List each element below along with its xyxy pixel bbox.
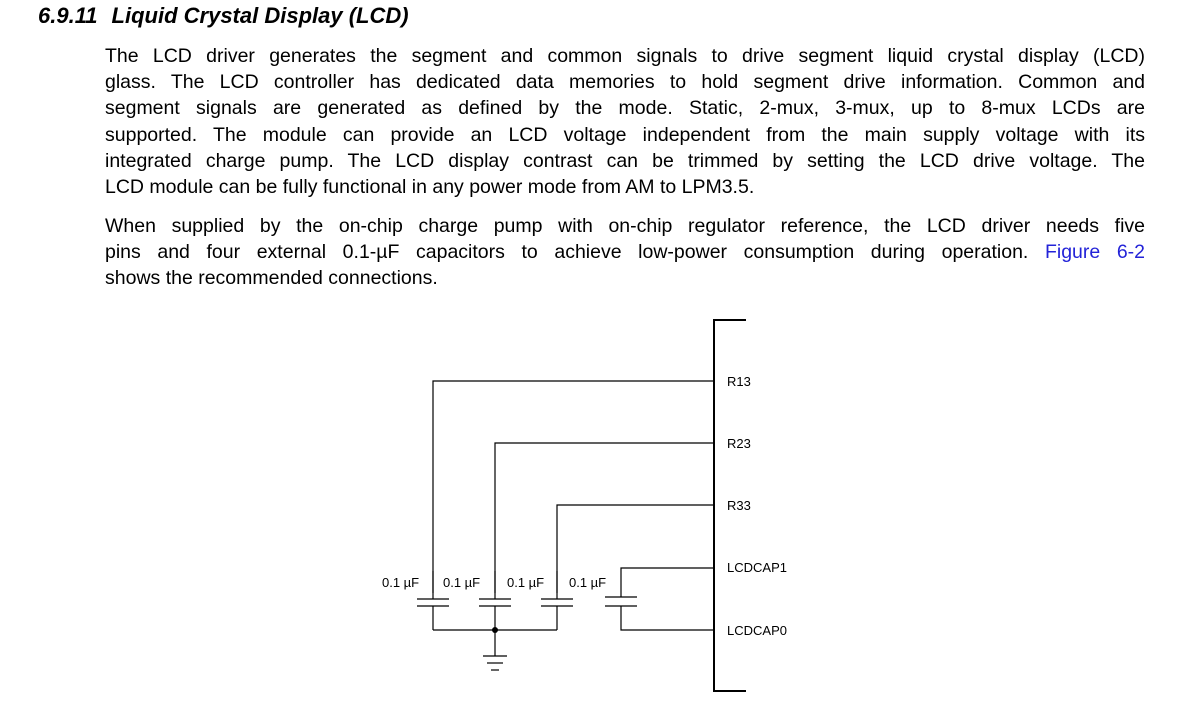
- capacitor-2: [479, 598, 511, 656]
- paragraph-line: segment signals are generated as defined…: [105, 97, 1145, 120]
- wire-r33: [556, 504, 714, 599]
- pin-label-lcdcap1: LCDCAP1: [727, 560, 787, 575]
- capacitor-3: [541, 598, 573, 630]
- paragraph-line: shows the recommended connections.: [105, 267, 438, 290]
- connection-paragraph: When supplied by the on-chip charge pump…: [105, 213, 1145, 292]
- paragraph-line: integrated charge pump. The LCD display …: [105, 149, 1145, 172]
- paragraph-text: pins and four external 0.1-µF capacitors…: [105, 241, 1029, 264]
- wire-r13: [432, 380, 714, 599]
- wire-r23: [494, 442, 714, 599]
- pin-label-r13: R13: [727, 374, 751, 389]
- pin-label-r23: R23: [727, 436, 751, 451]
- capacitor-1: [417, 598, 449, 630]
- figure-link[interactable]: Figure 6-2: [1044, 241, 1146, 264]
- paragraph-line: glass. The LCD controller has dedicated …: [105, 71, 1145, 94]
- section-title: Liquid Crystal Display (LCD): [111, 3, 409, 28]
- paragraph-line: When supplied by the on-chip charge pump…: [105, 215, 1145, 237]
- description-paragraph: The LCD driver generates the segment and…: [105, 43, 1145, 200]
- capacitor-4: [605, 596, 637, 607]
- paragraph-line: LCD module can be fully functional in an…: [105, 175, 755, 198]
- capacitor-label: 0.1 µF: [443, 575, 480, 590]
- junction-dot: [492, 627, 498, 633]
- paragraph-line: pins and four external 0.1-µF capacitors…: [105, 239, 1145, 265]
- section-heading: 6.9.11 Liquid Crystal Display (LCD): [38, 3, 409, 29]
- section-number: 6.9.11: [38, 3, 98, 28]
- capacitor-label: 0.1 µF: [507, 575, 544, 590]
- wire-lcdcap1: [620, 567, 714, 597]
- device-body-outline: [713, 319, 746, 692]
- capacitor-label: 0.1 µF: [569, 575, 606, 590]
- pin-label-lcdcap0: LCDCAP0: [727, 623, 787, 638]
- paragraph-line: The LCD driver generates the segment and…: [105, 45, 1145, 67]
- capacitor-label: 0.1 µF: [382, 575, 419, 590]
- wire-lcdcap0: [620, 606, 714, 631]
- paragraph-line: supported. The module can provide an LCD…: [105, 123, 1145, 146]
- ground-icon: [483, 655, 507, 671]
- pin-label-r33: R33: [727, 498, 751, 513]
